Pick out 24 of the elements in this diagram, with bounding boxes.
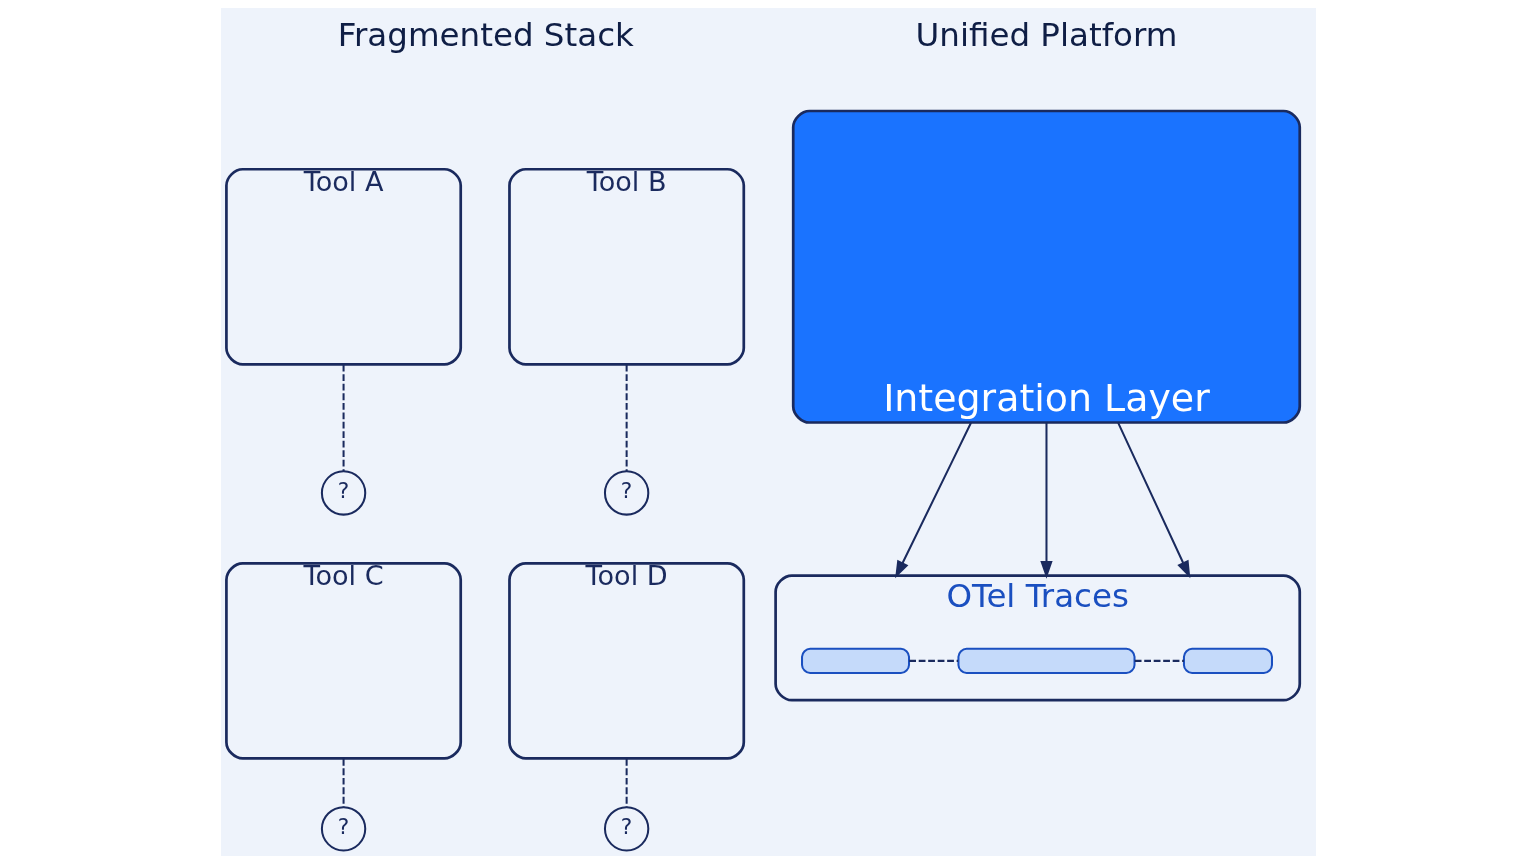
node-box: Tool B [507,167,745,366]
node-circle: ? [320,470,366,516]
node-box: Integration Layer [791,109,1301,424]
connector [625,758,628,807]
connector [342,364,345,471]
arrow [1039,422,1053,579]
node-box: Tool A [224,167,462,366]
node-bar [1182,647,1273,675]
node-box: Tool C [224,562,462,760]
connector [625,364,628,471]
node-circle: ? [320,806,366,852]
connector [342,758,345,807]
connector [1134,659,1184,662]
cluster: OTel Traces [773,574,1301,702]
node-bar [956,647,1136,675]
arrow [1116,422,1190,579]
node-circle: ? [603,806,649,852]
node-bar [800,647,910,675]
label: Unified Platform [915,16,1177,55]
node-box: Tool D [507,562,745,760]
connector [908,659,958,662]
arrow [894,422,972,579]
node-circle: ? [603,470,649,516]
label: Fragmented Stack [337,16,634,55]
